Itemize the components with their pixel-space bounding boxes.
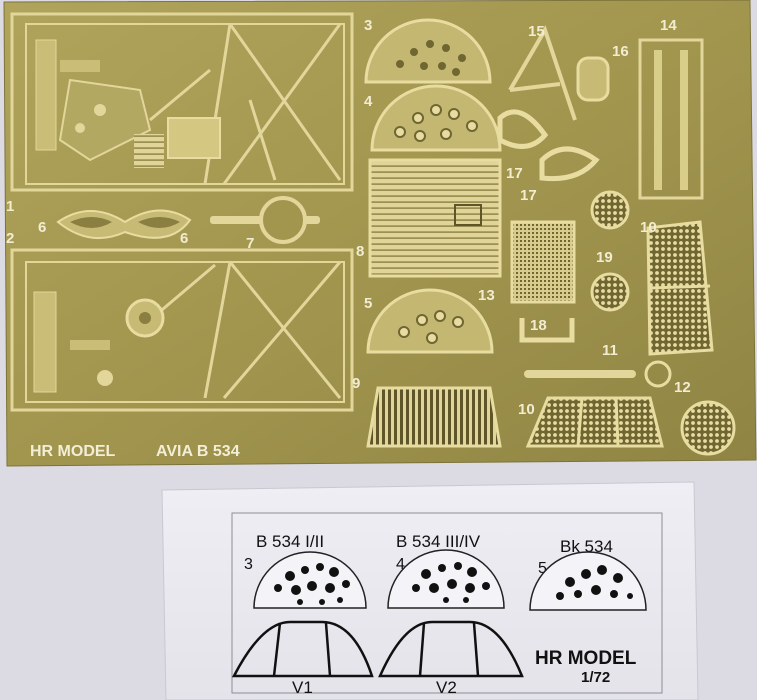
part-number-15: 15 xyxy=(528,23,545,40)
part-number-13: 13 xyxy=(478,287,495,304)
part-number-6b: 6 xyxy=(180,230,188,247)
part-15-frame xyxy=(508,25,577,121)
part-number-6a: 6 xyxy=(38,219,46,236)
instrument-panel-decal-4 xyxy=(387,549,505,609)
part-11-rod xyxy=(524,360,672,388)
part-number-19: 19 xyxy=(596,249,613,266)
part-14-harness xyxy=(638,38,704,200)
part-number-17b: 17 xyxy=(520,187,537,204)
fret-model-label: AVIA B 534 xyxy=(156,443,240,460)
windscreen-v2 xyxy=(378,620,524,678)
decal-brand: HR MODEL xyxy=(535,648,637,669)
panel-number-5: 5 xyxy=(538,560,547,577)
variant-title-1: B 534 I/II xyxy=(256,532,324,551)
part-number-1: 1 xyxy=(6,198,14,215)
instrument-panel-decal-3 xyxy=(253,551,367,609)
part-number-9: 9 xyxy=(352,375,360,392)
variant-title-3: Bk 534 xyxy=(560,537,613,556)
round-part-12 xyxy=(680,400,736,456)
part-numbers: 1 2 3 4 5 6 6 7 8 9 10 10 11 12 13 14 15… xyxy=(6,17,691,418)
part-number-4: 4 xyxy=(364,93,373,110)
fret-brand-label: HR MODEL xyxy=(30,443,116,460)
instrument-panel-decal-5 xyxy=(529,551,647,611)
part-number-10a: 10 xyxy=(640,219,657,236)
part-18 xyxy=(519,318,575,343)
part-number-2: 2 xyxy=(6,230,14,247)
part-16 xyxy=(576,56,610,102)
brass-fret: 1 2 3 4 5 6 6 7 8 9 10 10 11 12 13 14 15… xyxy=(3,0,757,467)
part-number-12: 12 xyxy=(674,379,691,396)
windscreen-v1 xyxy=(231,620,374,678)
panel-number-4: 4 xyxy=(396,556,405,573)
decal-scale: 1/72 xyxy=(581,669,610,686)
cockpit-detail-parts-top xyxy=(35,39,221,168)
windscreen-label-v2: V2 xyxy=(436,678,457,697)
variant-title-2: B 534 III/IV xyxy=(396,532,481,551)
part-number-8: 8 xyxy=(356,243,364,260)
part-number-7: 7 xyxy=(246,235,254,252)
grid-plate-13 xyxy=(510,220,576,304)
part-number-11: 11 xyxy=(602,342,618,359)
seat-back-9 xyxy=(366,386,502,448)
radiator-10-right xyxy=(646,220,714,356)
instrument-panel-4-brass xyxy=(370,84,502,152)
part-number-18: 18 xyxy=(530,317,547,334)
parts-17-belts xyxy=(497,109,600,182)
panel-number-3: 3 xyxy=(244,556,253,573)
radiator-10-bottom xyxy=(525,396,664,448)
part-number-14: 14 xyxy=(660,17,677,34)
part-number-5: 5 xyxy=(364,295,372,312)
part-number-16: 16 xyxy=(612,43,629,60)
cockpit-detail-parts-bottom xyxy=(33,291,165,393)
parts-6-7 xyxy=(56,196,320,244)
floor-plate-8 xyxy=(368,158,502,278)
instrument-panel-5-brass xyxy=(366,288,494,354)
part-number-10b: 10 xyxy=(518,401,535,418)
film-sheet: B 534 I/II B 534 III/IV Bk 534 3 4 5 xyxy=(161,481,699,700)
part-number-3: 3 xyxy=(364,17,372,34)
part-number-17a: 17 xyxy=(506,165,523,182)
instrument-panel-3-brass xyxy=(364,18,492,84)
windscreen-label-v1: V1 xyxy=(292,678,313,697)
round-parts-19 xyxy=(590,190,630,312)
